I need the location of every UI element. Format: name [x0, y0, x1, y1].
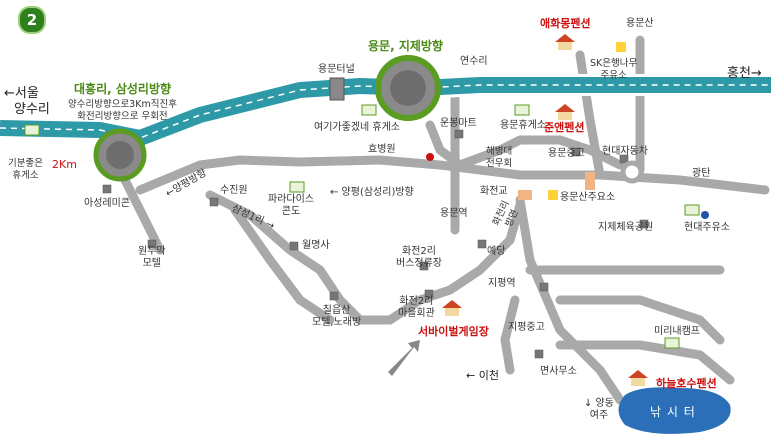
building-icon	[477, 239, 487, 249]
sk-gas-icon	[548, 190, 558, 200]
label-chilseupsan: 칠읍산 모텔,노래방	[312, 305, 362, 328]
label-hwajeon2ri-hall: 화전2리 마을회관	[398, 296, 435, 319]
label-hwajeon2ri-bus: 화전2리 버스정류장	[396, 246, 442, 269]
label-yedang: 예당	[487, 246, 506, 257]
building-icon	[424, 289, 434, 299]
label-yangsuri: 양수리	[14, 102, 50, 117]
bridge-mark	[585, 172, 595, 190]
label-icheon: ← 이천	[466, 369, 499, 382]
label-daeheungri-note: 양수리방향으로3Km직진후 화전리방향으로 우회전	[68, 99, 177, 122]
label-haneul-pension: 하늘호수펜션	[656, 377, 717, 390]
building-icon	[329, 291, 339, 301]
label-sujinwon: 수진원	[220, 185, 248, 196]
label-hongcheon: 홍천→	[727, 66, 762, 81]
label-hyundai-car: 현대자동차	[602, 146, 648, 157]
arrow-icon	[388, 340, 420, 376]
label-seoul: ←서울	[4, 86, 39, 101]
building-icon	[539, 282, 549, 292]
label-yongmun-middle: 용문중고	[548, 148, 585, 159]
rest-area-icon	[24, 124, 40, 136]
label-jipyeong-station: 지평역	[488, 278, 516, 289]
label-yongmun-rest: 용문휴게소	[500, 120, 546, 131]
fishing-lake	[618, 387, 731, 434]
label-yongmun-jije: 용문, 지제방향	[368, 39, 443, 53]
sk-gas-icon	[616, 42, 626, 52]
label-woolmyeongsa: 월명사	[302, 240, 330, 251]
building-icon	[289, 241, 299, 251]
building-icon	[571, 147, 581, 157]
label-rest-area: 기분좋은 휴게소	[8, 158, 43, 181]
house-icon	[555, 34, 575, 42]
house-icon	[555, 104, 575, 112]
label-gwangtan: 광탄	[692, 168, 711, 179]
rest-area-icon	[514, 104, 530, 116]
label-yangpyeong-dir: ← 양평(삼성리)방향	[330, 187, 414, 198]
label-hyobyeongwon: 효병원	[368, 144, 396, 155]
step-badge: 2	[18, 6, 46, 34]
rotary	[620, 160, 644, 184]
label-yeogi-rest: 여기가좋겠네 휴게소	[314, 122, 400, 133]
label-jije-park: 지제체육공원	[598, 222, 654, 233]
building-icon	[454, 129, 464, 139]
label-mensamusu: 면사무소	[540, 366, 577, 377]
condo-icon	[289, 181, 305, 193]
building-icon	[209, 197, 219, 207]
label-paradise: 파라다이스 콘도	[268, 194, 314, 217]
building-icon	[639, 219, 649, 229]
camp-icon	[664, 337, 680, 349]
label-yongmun-tunnel: 용문터널	[318, 64, 355, 75]
label-mirinae: 미리내캠프	[654, 326, 700, 337]
label-2km: 2Km	[52, 158, 77, 171]
label-lake: 낚 시 터	[650, 405, 696, 419]
building-icon	[419, 261, 429, 271]
label-wondumak: 원두막 모텔	[138, 246, 166, 269]
label-survival-game: 서바이벌게임장	[418, 325, 489, 338]
interchange-yongmun	[375, 55, 441, 121]
interchange-daeheungri	[93, 128, 147, 182]
tunnel-mark	[329, 77, 345, 101]
label-haebyeongdae: 해병대 전우회	[486, 146, 513, 169]
building-icon	[534, 349, 544, 359]
label-hyundai-gas: 현대주유소	[684, 222, 730, 233]
label-unbong-mart: 운봉마트	[440, 118, 477, 129]
label-daeheungri: 대흥리, 삼성리방향	[74, 82, 172, 96]
label-sk-yongmunsan: 용문산주요소	[560, 192, 616, 203]
hyundai-gas-icon	[701, 211, 709, 219]
label-joan-pension: 준앤펜션	[544, 121, 585, 134]
rest-area-icon	[361, 104, 377, 116]
label-aehwadong: 애화몽펜션	[540, 17, 591, 30]
hospital-icon	[426, 153, 434, 161]
label-yeonsuri: 연수리	[460, 56, 488, 67]
label-yongmunsan-top: 용문산	[626, 18, 654, 29]
label-sk-bank: SK은행나무 주유소	[590, 58, 638, 81]
park-icon	[684, 204, 700, 216]
house-icon	[628, 370, 648, 378]
label-jipyeong-middle: 지평중고	[508, 322, 545, 333]
label-yongmun-station: 용문역	[440, 208, 468, 219]
label-yangdong: ↓ 양동 여주	[584, 398, 614, 421]
building-icon	[102, 184, 112, 194]
bridge-mark	[518, 190, 532, 200]
label-asung: 아성레미콘	[84, 198, 130, 209]
building-icon	[147, 239, 157, 249]
house-icon	[442, 300, 462, 308]
building-icon	[619, 154, 629, 164]
label-hwajeongyo: 화전교	[480, 186, 508, 197]
